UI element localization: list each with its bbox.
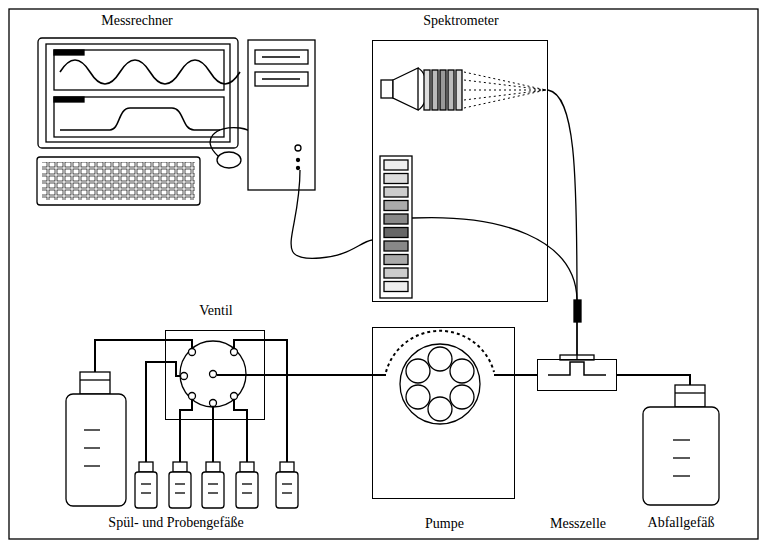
- data-cable: [291, 170, 372, 258]
- keyboard: [37, 157, 200, 205]
- computer-tower: [248, 40, 315, 190]
- part-label: Abfallgefäß: [648, 515, 715, 531]
- tube-connector: [548, 90, 577, 359]
- flow-cell-box: Messzelle: [537, 359, 617, 391]
- part-label: Ventil: [199, 303, 232, 319]
- outer-frame: [9, 9, 758, 539]
- part-label: Spektrometer: [423, 13, 498, 29]
- part-label: Spül- und Probengefäße: [108, 515, 243, 531]
- waste-tube: [617, 375, 690, 385]
- part-label: Messrechner: [101, 13, 173, 29]
- fiber-cable: [412, 218, 577, 300]
- monitor: [38, 38, 240, 148]
- pump-box: Pumpe: [372, 327, 515, 499]
- spectrometer-optics: [381, 68, 546, 110]
- tube-connector: [265, 375, 372, 376]
- mouse: [217, 152, 241, 168]
- part-label: Pumpe: [425, 516, 464, 532]
- tube-connector: [515, 375, 537, 376]
- sample-bottles: [135, 462, 298, 508]
- spectrometer-box: Spektrometer: [372, 40, 548, 302]
- waste-bottle: [643, 385, 719, 505]
- part-label: Messzelle: [550, 516, 606, 532]
- detector-column: [380, 156, 412, 298]
- pump-rotor: [372, 331, 515, 424]
- valve-box: Ventil: [165, 330, 265, 420]
- rinse-bottle: [66, 372, 126, 506]
